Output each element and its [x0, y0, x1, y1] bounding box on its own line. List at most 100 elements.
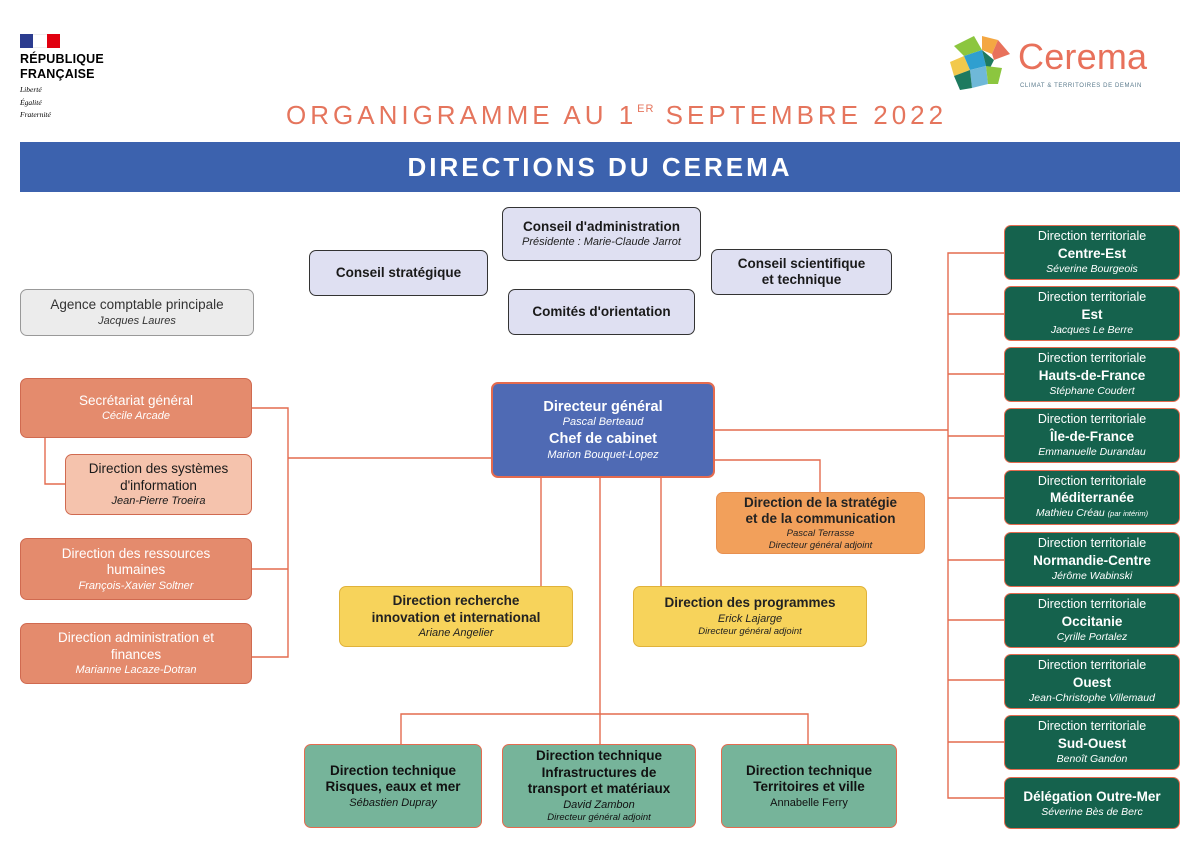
dt-label: Direction territoriale — [1037, 536, 1147, 551]
conseil-scientifique-line-1: Conseil scientifique — [737, 255, 866, 271]
dt-occitanie-box: Direction territoriale Occitanie Cyrille… — [1004, 593, 1180, 648]
dt-ouest-box: Direction territoriale Ouest Jean-Christ… — [1004, 654, 1180, 709]
conseil-scientifique-box: Conseil scientifique et technique — [711, 249, 892, 295]
dt-interim-note: (par intérim) — [1107, 509, 1149, 519]
page-title: ORGANIGRAMME AU 1ER SEPTEMBRE 2022 — [286, 100, 948, 130]
dt-infra-role: Directeur général adjoint — [547, 811, 651, 823]
delegation-outre-mer-box: Délégation Outre-Mer Séverine Bès de Ber… — [1004, 777, 1180, 829]
dt-region: Hauts-de-France — [1038, 367, 1146, 383]
daf-box: Direction administration et finances Mar… — [20, 623, 252, 684]
strategie-person: Pascal Terrasse — [786, 527, 855, 539]
daf-line-2: finances — [110, 646, 162, 662]
drh-box: Direction des ressources humaines Franço… — [20, 538, 252, 600]
dt-region: Occitanie — [1061, 613, 1123, 629]
dt-person-line: Mathieu Créau (par intérim) — [1036, 506, 1148, 521]
conseil-strategique-box: Conseil stratégique — [309, 250, 488, 296]
dt-person: Jean-Christophe Villemaud — [1029, 691, 1155, 704]
dt-person: Cyrille Portalez — [1056, 630, 1128, 643]
comites-orientation-box: Comités d'orientation — [508, 289, 695, 335]
connector-dg-to-strategy — [714, 459, 821, 492]
dt-region: Ouest — [1072, 674, 1112, 690]
strategie-communication-box: Direction de la stratégie et de la commu… — [716, 492, 925, 554]
secretariat-general-person: Cécile Arcade — [101, 410, 171, 423]
dt-centre-est-box: Direction territoriale Centre-Est Séveri… — [1004, 225, 1180, 280]
dt-sud-ouest-box: Direction territoriale Sud-Ouest Benoît … — [1004, 715, 1180, 770]
dt-region: Centre-Est — [1057, 245, 1127, 261]
comites-orientation-title: Comités d'orientation — [532, 303, 671, 319]
dt-person: Jacques Le Berre — [1050, 323, 1134, 336]
dt-territoires-line-1: Direction technique — [745, 762, 872, 778]
dt-risques-person: Sébastien Dupray — [349, 796, 437, 809]
dt-risques-line-1: Direction technique — [329, 762, 456, 778]
dsi-person: Jean-Pierre Troeira — [111, 495, 206, 507]
republique-line-1: RÉPUBLIQUE — [20, 52, 104, 66]
dt-region: Est — [1081, 306, 1103, 322]
dt-region: Sud-Ouest — [1057, 735, 1127, 751]
secretariat-general-box: Secrétariat général Cécile Arcade — [20, 378, 252, 438]
dt-person: Stéphane Coudert — [1049, 384, 1135, 397]
directeur-general-person: Pascal Berteaud — [562, 416, 644, 428]
cerema-emblem-icon — [950, 36, 1010, 90]
conseil-administration-president: Présidente : Marie-Claude Jarrot — [522, 236, 681, 249]
dt-infrastructures-box: Direction technique Infrastructures de t… — [502, 744, 696, 828]
dt-label: Direction territoriale — [1037, 351, 1147, 366]
outre-mer-person: Séverine Bès de Berc — [1041, 805, 1143, 818]
drh-line-1: Direction des ressources — [61, 545, 211, 561]
programmes-title: Direction des programmes — [664, 595, 836, 611]
directeur-general-box: Directeur général Pascal Berteaud Chef d… — [491, 382, 715, 478]
dt-person: Mathieu Créau — [1035, 507, 1105, 520]
cerema-name: Cerema — [1018, 36, 1148, 77]
dsi-line-2: d'information — [120, 477, 197, 493]
connector-support-bracket — [252, 407, 289, 658]
dt-person: Jérôme Wabinski — [1051, 569, 1133, 582]
recherche-line-2: innovation et international — [371, 609, 541, 625]
directeur-general-title: Directeur général — [543, 398, 663, 415]
dt-region: Méditerranée — [1049, 490, 1135, 506]
republique-francaise-logo: RÉPUBLIQUE FRANÇAISE Liberté Égalité Fra… — [20, 34, 130, 120]
conseil-administration-title: Conseil d'administration — [523, 218, 680, 234]
dt-person: Séverine Bourgeois — [1046, 262, 1138, 275]
recherche-line-1: Direction recherche — [392, 593, 520, 608]
chef-cabinet-title: Chef de cabinet — [549, 431, 657, 447]
dt-person: Emmanuelle Durandau — [1038, 445, 1146, 458]
agence-comptable-person: Jacques Laures — [98, 314, 176, 327]
dt-infra-line-2: Infrastructures de — [541, 764, 657, 780]
recherche-person: Ariane Angelier — [418, 627, 494, 639]
dt-ile-de-france-box: Direction territoriale Île-de-France Emm… — [1004, 408, 1180, 463]
republique-line-2: FRANÇAISE — [20, 67, 95, 81]
agence-comptable-box: Agence comptable principale Jacques Laur… — [20, 289, 254, 336]
connector-technical-bar — [400, 713, 809, 744]
dt-label: Direction territoriale — [1037, 290, 1147, 305]
dt-mediterranee-box: Direction territoriale Méditerranée Math… — [1004, 470, 1180, 525]
outre-mer-title: Délégation Outre-Mer — [1023, 788, 1161, 804]
dsi-line-1: Direction des systèmes — [88, 461, 229, 476]
dt-infra-person: David Zambon — [563, 798, 635, 811]
chef-cabinet-person: Marion Bouquet-Lopez — [547, 448, 659, 461]
daf-person: Marianne Lacaze-Dotran — [75, 664, 197, 676]
connector-territorial-branches — [948, 313, 1004, 743]
programmes-role: Directeur général adjoint — [698, 625, 802, 637]
cerema-logo: Cerema CLIMAT & TERRITOIRES DE DEMAIN — [948, 32, 1153, 94]
dt-label: Direction territoriale — [1037, 473, 1147, 488]
french-flag-icon — [20, 34, 60, 48]
strategie-role: Directeur général adjoint — [768, 539, 873, 551]
dt-label: Direction territoriale — [1037, 412, 1147, 427]
dsi-box: Direction des systèmes d'information Jea… — [65, 454, 252, 515]
dt-hauts-de-france-box: Direction territoriale Hauts-de-France S… — [1004, 347, 1180, 402]
dt-infra-line-1: Direction technique — [535, 748, 662, 764]
motto-egalite: Égalité — [20, 97, 42, 107]
dt-label: Direction territoriale — [1037, 719, 1147, 734]
recherche-innovation-box: Direction recherche innovation et intern… — [339, 586, 573, 647]
daf-line-1: Direction administration et — [57, 630, 215, 645]
dt-risques-line-2: Risques, eaux et mer — [325, 779, 461, 794]
conseil-strategique-title: Conseil stratégique — [335, 264, 462, 280]
conseil-administration-box: Conseil d'administration Présidente : Ma… — [502, 207, 701, 261]
dt-label: Direction territoriale — [1037, 597, 1147, 612]
directions-banner: DIRECTIONS DU CEREMA — [20, 142, 1180, 192]
drh-line-2: humaines — [106, 562, 166, 577]
direction-programmes-box: Direction des programmes Erick Lajarge D… — [633, 586, 867, 647]
conseil-scientifique-line-2: et technique — [761, 272, 842, 287]
connector-sg-to-dsi — [44, 438, 66, 485]
strategie-line-1: Direction de la stratégie — [743, 494, 898, 510]
dt-normandie-centre-box: Direction territoriale Normandie-Centre … — [1004, 532, 1180, 587]
